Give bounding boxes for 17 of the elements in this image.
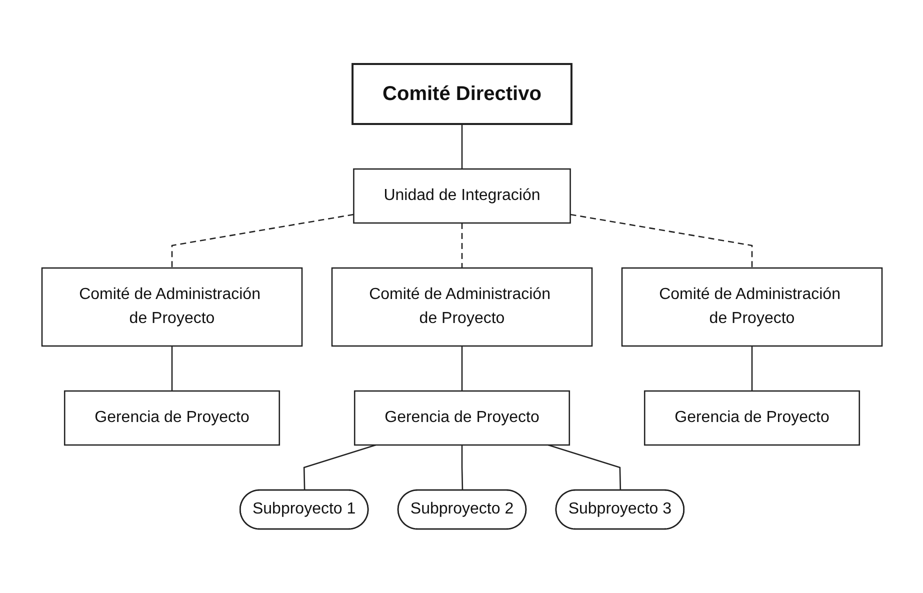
node-box: Gerencia de Proyecto [63, 390, 280, 446]
connector [460, 346, 462, 391]
connector [170, 214, 354, 268]
node-box: Gerencia de Proyecto [353, 390, 570, 446]
node-box: Comité Directivo [351, 63, 572, 125]
connector [750, 346, 752, 391]
connector [570, 214, 752, 268]
node-box: Comité de Administración de Proyecto [330, 267, 592, 347]
connector [170, 346, 172, 391]
node-box: Gerencia de Proyecto [643, 390, 860, 446]
node-box: Unidad de Integración [352, 168, 570, 224]
node-box: Comité de Administración de Proyecto [620, 267, 882, 347]
connector [460, 445, 463, 491]
node-box: Comité de Administración de Proyecto [40, 267, 302, 347]
connector [460, 223, 462, 268]
connector [460, 124, 462, 169]
connector [302, 444, 376, 491]
